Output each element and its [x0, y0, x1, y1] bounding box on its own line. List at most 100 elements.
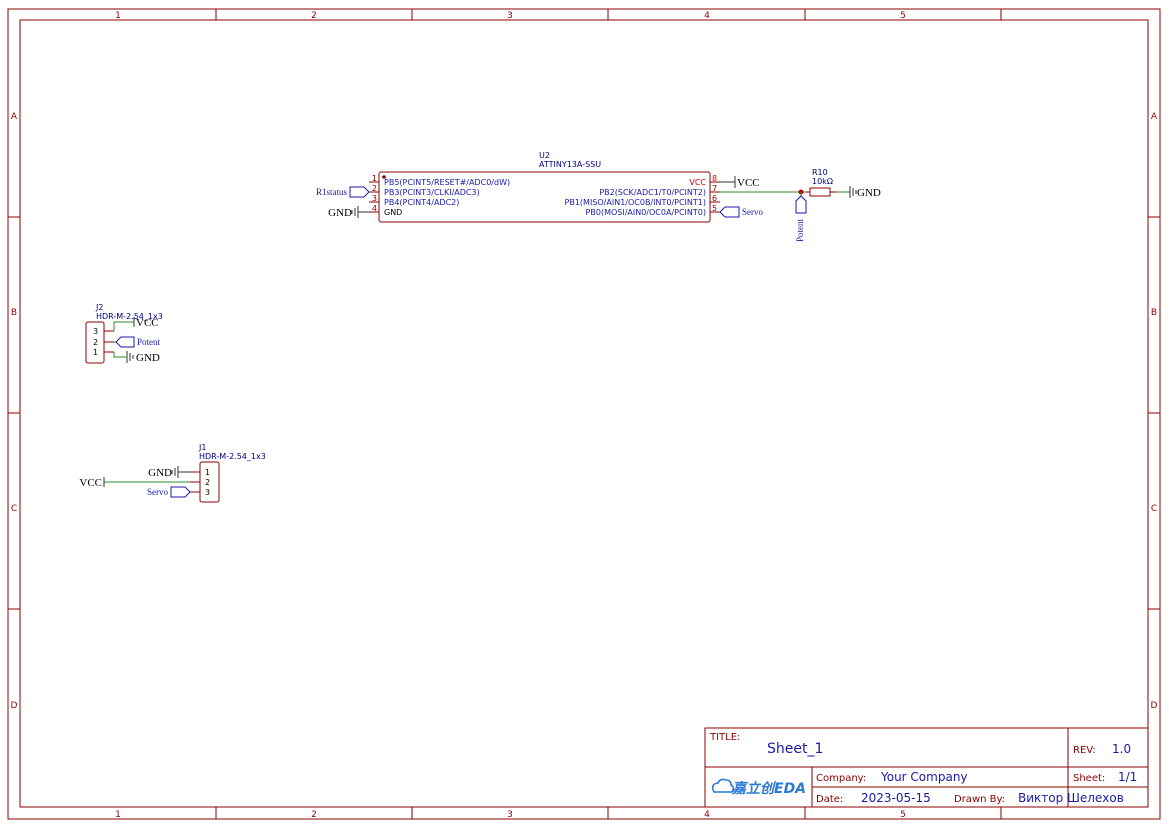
j1-pin-number: 2 — [205, 478, 210, 487]
col-label-top: 2 — [311, 11, 317, 21]
u2-part-name: ATTINY13A-SSU — [539, 160, 601, 169]
u2-pin-number: 5 — [712, 204, 717, 213]
u2-pin-name: PB1(MISO/AIN1/OC0B/INT0/PCINT1) — [565, 198, 706, 207]
net-port-label: Servo — [147, 487, 168, 497]
gnd-symbol-j2[interactable]: GND — [126, 351, 160, 364]
j1-pin-number: 3 — [205, 488, 210, 497]
vcc-label: VCC — [79, 477, 102, 489]
wire-j2-vcc[interactable] — [113, 321, 134, 331]
j2-designator: J2 — [95, 303, 103, 312]
u2-pin-number: 4 — [372, 204, 377, 213]
u2-pin-number: 3 — [372, 194, 377, 203]
component-u2[interactable]: U2 ATTINY13A-SSU 1 PB5(PCINT5/RESET#/ADC… — [369, 151, 720, 223]
outer-border — [7, 8, 1161, 820]
u2-pin-number: 7 — [712, 184, 717, 193]
j2-pin-number: 1 — [93, 348, 98, 357]
u2-pin-number: 2 — [372, 184, 377, 193]
row-label-right: C — [1151, 504, 1157, 514]
net-port-shape — [719, 206, 740, 218]
row-label-right: D — [1151, 701, 1158, 711]
net-port-label: R1status — [316, 187, 348, 197]
net-port-label: Potent — [137, 337, 161, 347]
row-label-right: B — [1151, 308, 1157, 318]
u2-pin-name: PB2(SCK/ADC1/T0/PCINT2) — [599, 188, 706, 197]
j1-pin-number: 1 — [205, 468, 210, 477]
wire-j2-gnd[interactable] — [113, 352, 126, 358]
rev-value: 1.0 — [1112, 742, 1131, 756]
gnd-symbol-u2[interactable]: GND — [328, 206, 369, 219]
u2-pin-name: PB4(PCINT4/ADC2) — [384, 198, 459, 207]
date-value: 2023-05-15 — [861, 791, 931, 805]
gnd-label: GND — [857, 187, 881, 199]
net-port-servo-u2[interactable]: Servo — [719, 206, 763, 218]
logo: 嘉立创EDA — [711, 778, 806, 797]
j1-designator: J1 — [198, 443, 206, 452]
sheet-value: 1/1 — [1118, 770, 1137, 784]
component-r10[interactable]: R10 10kΩ — [806, 168, 850, 197]
row-label-left: D — [11, 701, 18, 711]
net-port-servo-j1[interactable]: Servo — [147, 486, 191, 498]
r10-value: 10kΩ — [812, 177, 833, 186]
row-label-left: B — [11, 308, 17, 318]
net-port-shape — [170, 486, 191, 498]
col-label-bottom: 4 — [704, 810, 710, 820]
row-label-right: A — [1151, 112, 1158, 122]
r10-designator: R10 — [812, 168, 828, 177]
vcc-label: VCC — [136, 317, 159, 329]
j2-pin-number: 3 — [93, 327, 98, 336]
col-label-bottom: 5 — [900, 810, 906, 820]
u2-pin-number: 1 — [372, 174, 377, 183]
net-port-potent-j2[interactable]: Potent — [115, 336, 161, 348]
net-port-r1status[interactable]: R1status — [316, 186, 370, 198]
j2-part-name: HDR-M-2.54_1x3 — [96, 312, 163, 321]
component-j1[interactable]: J1 HDR-M-2.54_1x3 1 2 3 — [190, 443, 266, 503]
logo-text: 嘉立创EDA — [731, 780, 806, 797]
company-value: Your Company — [880, 770, 968, 784]
vcc-symbol-j2[interactable]: VCC — [133, 317, 159, 329]
company-key: Company: — [816, 773, 866, 784]
col-label-top: 1 — [115, 11, 121, 21]
component-j2[interactable]: J2 HDR-M-2.54_1x3 3 2 1 — [85, 303, 163, 364]
cloud-icon — [711, 778, 735, 793]
net-port-shape — [795, 195, 807, 214]
net-port-shape — [115, 336, 135, 348]
col-label-bottom: 3 — [507, 810, 513, 820]
drawn-by-key: Drawn By: — [954, 794, 1005, 805]
drawn-by-value: Виктор Шелехов — [1018, 791, 1124, 805]
u2-body[interactable] — [378, 171, 711, 223]
sheet-key: Sheet: — [1073, 773, 1105, 784]
rev-key: REV: — [1073, 745, 1096, 756]
col-label-bottom: 2 — [311, 810, 317, 820]
row-label-left: A — [11, 112, 18, 122]
u2-pin-name: GND — [384, 208, 402, 217]
vcc-symbol-j1[interactable]: VCC — [79, 477, 105, 489]
vcc-symbol-u2[interactable]: VCC — [720, 176, 760, 189]
sheet-frame: 1 2 3 4 5 1 2 3 4 5 A B C D A B C D — [7, 8, 1161, 820]
net-port-shape — [349, 186, 370, 198]
net-port-potent-vertical[interactable]: Potent — [795, 195, 807, 242]
net-port-label: Potent — [795, 218, 805, 242]
u2-pin-name: PB3(PCINT3/CLKI/ADC3) — [384, 188, 480, 197]
u2-pin-name: PB5(PCINT5/RESET#/ADC0/dW) — [384, 178, 510, 187]
col-label-top: 4 — [704, 11, 710, 21]
pin1-marker — [382, 175, 386, 179]
gnd-label: GND — [148, 467, 172, 479]
gnd-symbol-r10[interactable]: GND — [849, 186, 881, 199]
col-label-bottom: 1 — [115, 810, 121, 820]
inner-border — [19, 19, 1149, 808]
row-label-left: C — [11, 504, 17, 514]
gnd-symbol-j1[interactable]: GND — [148, 466, 190, 479]
gnd-label: GND — [136, 352, 160, 364]
date-key: Date: — [816, 794, 843, 805]
u2-pin-name: VCC — [689, 178, 706, 187]
j2-pin-number: 2 — [93, 338, 98, 347]
u2-pin-number: 6 — [712, 194, 717, 203]
u2-designator: U2 — [539, 151, 550, 160]
r10-body[interactable] — [809, 187, 831, 197]
title-key: TITLE: — [709, 732, 740, 743]
col-label-top: 5 — [900, 11, 906, 21]
gnd-label: GND — [328, 207, 352, 219]
u2-pin-name: PB0(MOSI/AIN0/OC0A/PCINT0) — [586, 208, 706, 217]
sheet-title: Sheet_1 — [767, 741, 823, 757]
